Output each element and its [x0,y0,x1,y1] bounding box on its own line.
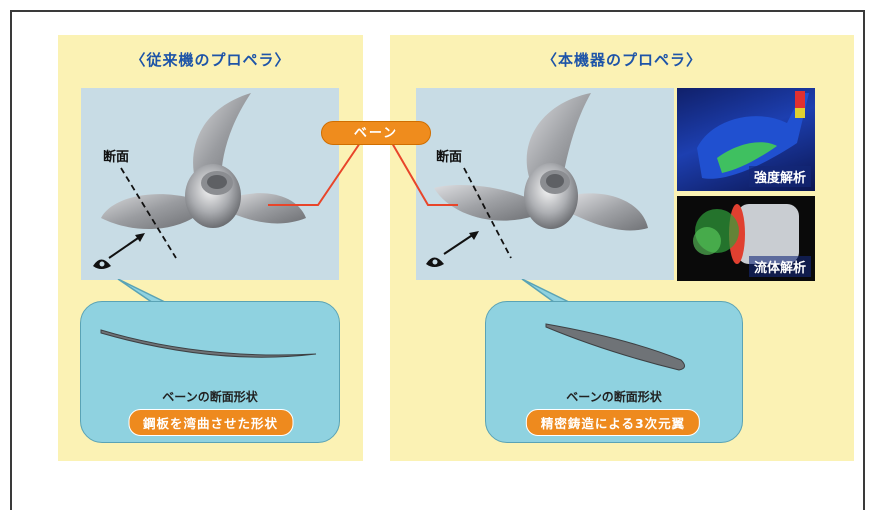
propeller-photo-area: 断面 [416,88,674,280]
outer-frame [10,10,865,510]
eye-icon [93,259,111,269]
shape-caption: ベーンの断面形状 [162,390,258,404]
eye-icon [426,257,444,267]
propeller-photo-area: 断面 [81,88,339,280]
fluid-analysis-graphic [693,204,799,264]
analysis-label: 強度解析 [748,166,811,187]
analysis-label: 流体解析 [748,256,811,277]
section-label: 断面 [103,150,130,165]
vane-label-pill: ベーン [321,121,431,145]
fluid-analysis-image: 流体解析 [677,196,815,281]
panel-title: 〈本機器のプロペラ〉 [541,51,702,69]
shape-caption: ベーンの断面形状 [566,390,662,404]
conventional-propeller-image [93,93,306,269]
vane-callout-lines [268,142,458,206]
strength-analysis-graphic [697,91,809,179]
strength-analysis-image: 強度解析 [677,88,815,191]
vane-cross-section-shape [545,323,685,371]
new-propeller-image [426,93,648,267]
conventional-propeller-panel: 〈従来機のプロペラ〉 [58,35,363,461]
panel-title: 〈従来機のプロペラ〉 [130,51,291,69]
section-label: 断面 [436,150,463,165]
shape-note-pill: 鋼板を湾曲させた形状 [127,409,294,436]
vane-cross-section-shape [100,329,317,358]
shape-note-pill: 精密鋳造による3次元翼 [525,409,701,436]
